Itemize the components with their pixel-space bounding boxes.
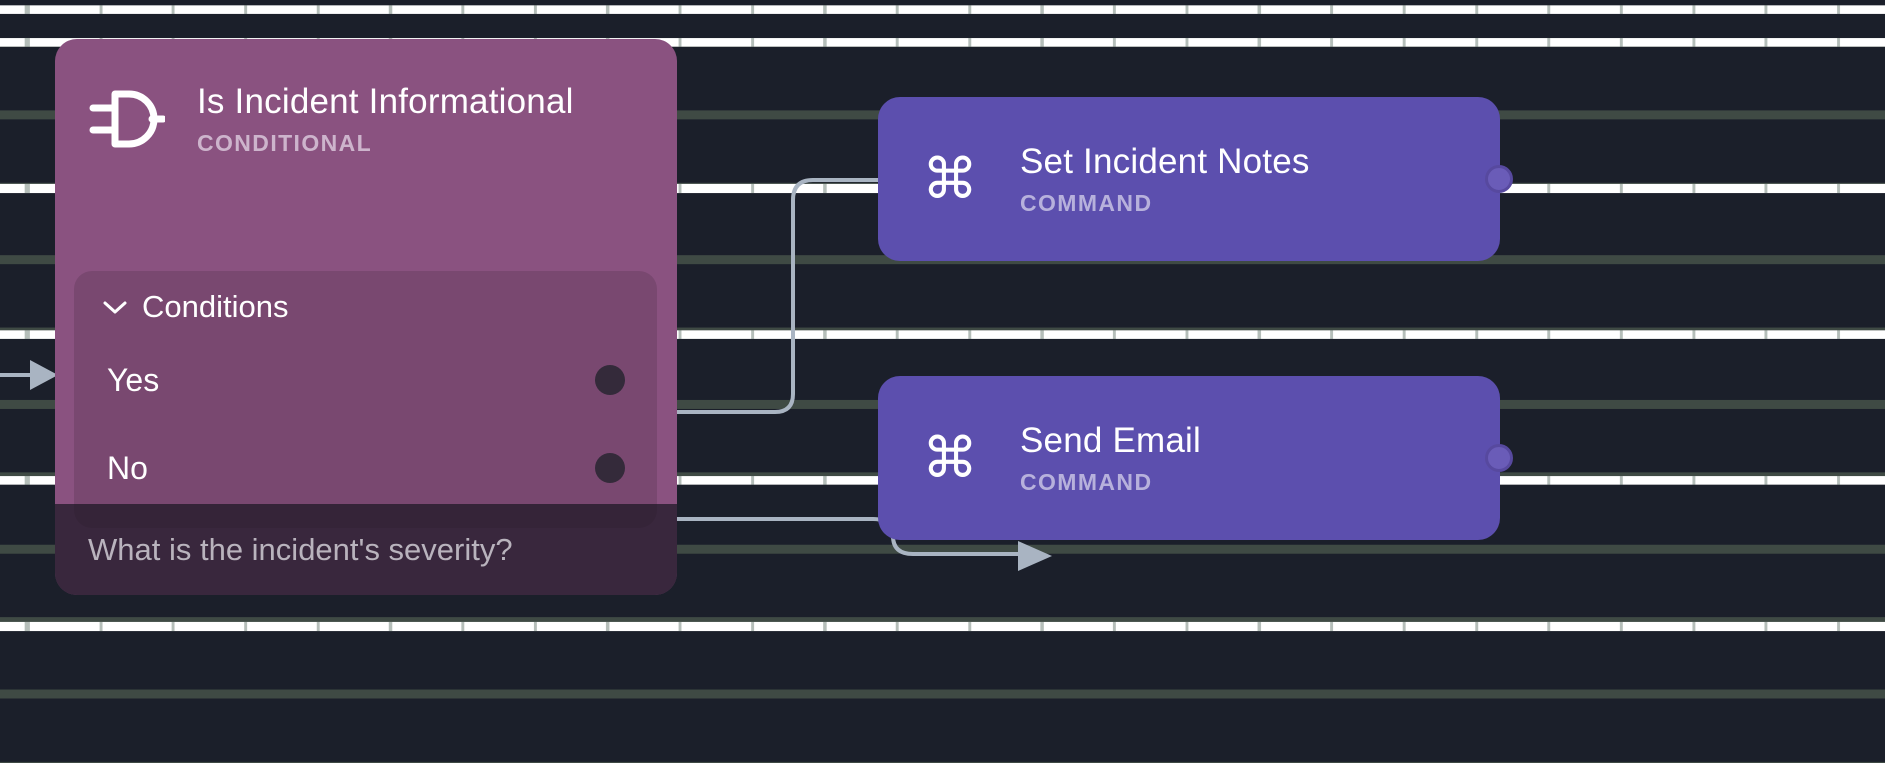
node-subtitle: CONDITIONAL	[197, 129, 373, 156]
command-node-titles: Send Email COMMAND	[1020, 421, 1201, 496]
condition-label-no: No	[107, 449, 148, 486]
command-glyph: ⌘	[922, 426, 978, 489]
plug-connector-icon	[87, 88, 167, 150]
edge-canvas-input-to-conditional	[0, 360, 58, 390]
output-port-right[interactable]	[1485, 165, 1513, 193]
node-title: Is Incident Informational	[197, 81, 574, 121]
command-icon: ⌘	[910, 151, 990, 207]
condition-label-yes: Yes	[107, 361, 160, 398]
conditions-label: Conditions	[142, 289, 289, 324]
chevron-down-icon	[102, 299, 128, 315]
node-is-incident-informational[interactable]: Is Incident Informational CONDITIONAL Co…	[55, 39, 677, 595]
output-port-yes[interactable]	[595, 365, 625, 395]
condition-row-yes[interactable]: Yes	[74, 353, 657, 407]
conditional-node-footer: What is the incident's severity?	[55, 504, 677, 595]
command-node-titles: Set Incident Notes COMMAND	[1020, 142, 1310, 217]
conditional-node-header: Is Incident Informational CONDITIONAL	[55, 39, 677, 199]
command-glyph: ⌘	[922, 147, 978, 210]
node-subtitle: COMMAND	[1020, 189, 1153, 216]
node-send-email[interactable]: ⌘ Send Email COMMAND	[878, 376, 1513, 540]
condition-row-no[interactable]: No	[74, 441, 657, 495]
command-icon: ⌘	[910, 430, 990, 486]
output-port-no[interactable]	[595, 453, 625, 483]
conditions-toggle[interactable]: Conditions	[74, 271, 657, 325]
node-title: Send Email	[1020, 420, 1201, 460]
output-port-right[interactable]	[1485, 444, 1513, 472]
node-footer-text: What is the incident's severity?	[88, 531, 513, 567]
node-subtitle: COMMAND	[1020, 468, 1153, 495]
conditions-panel: Conditions Yes No	[74, 271, 657, 528]
conditional-node-titles: Is Incident Informational CONDITIONAL	[197, 82, 574, 157]
node-title: Set Incident Notes	[1020, 141, 1310, 181]
node-set-incident-notes[interactable]: ⌘ Set Incident Notes COMMAND	[878, 97, 1513, 261]
